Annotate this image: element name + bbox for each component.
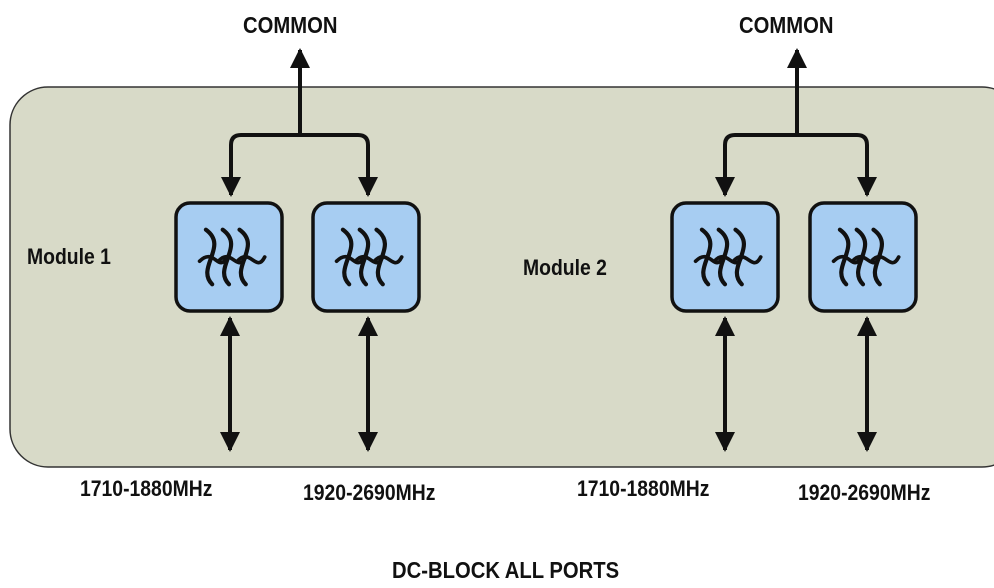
module-2-label: Module 2 [523, 255, 607, 280]
filter-2a [670, 201, 780, 313]
common-label-module-1: COMMON [243, 12, 338, 38]
band-label-module-1-port-a: 1710-1880MHz [80, 476, 213, 501]
band-label-module-2-port-a: 1710-1880MHz [577, 476, 710, 501]
filter-1a [174, 201, 284, 313]
module-2-wiring [715, 48, 877, 452]
common-label-module-2: COMMON [739, 12, 834, 38]
module-1-wiring [220, 48, 378, 452]
filter-1b [311, 201, 421, 313]
filter-2b [808, 201, 918, 313]
footer-note: DC-BLOCK ALL PORTS [392, 557, 620, 583]
band-label-module-1-port-b: 1920-2690MHz [303, 480, 436, 505]
splitter-1 [221, 133, 378, 197]
band-label-module-2-port-b: 1920-2690MHz [798, 480, 931, 505]
module-1-label: Module 1 [27, 244, 111, 269]
splitter-2 [715, 133, 877, 197]
